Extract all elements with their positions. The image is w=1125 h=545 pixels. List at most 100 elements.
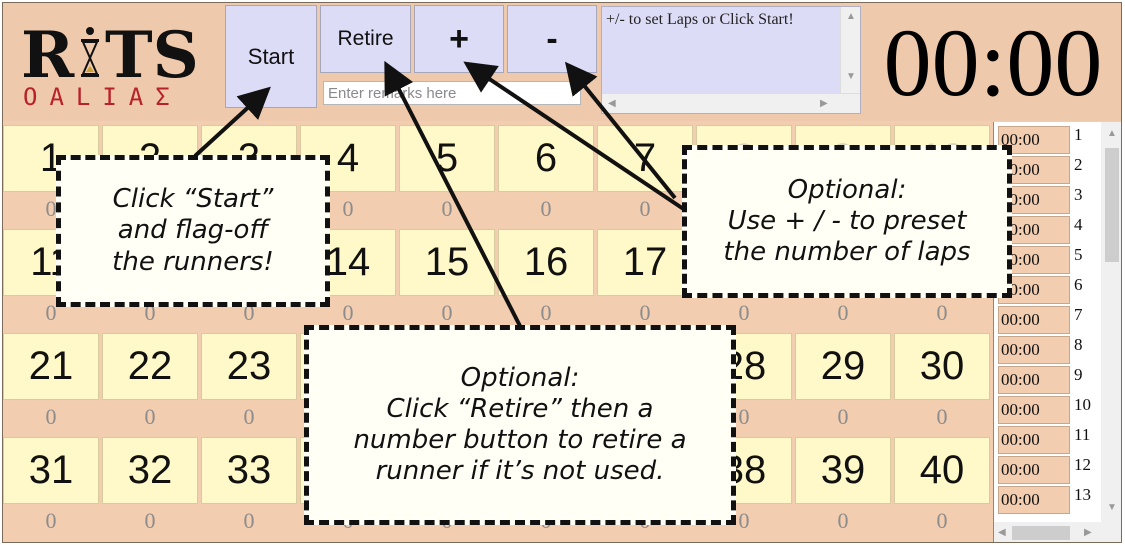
decrease-laps-button[interactable]: - [507, 5, 597, 73]
runner-button[interactable]: 5 [399, 125, 495, 192]
runner-lap-count: 0 [243, 404, 255, 429]
scroll-up-icon[interactable]: ▲ [1107, 128, 1117, 139]
logo: R TS OALIAΣ [21, 21, 206, 111]
runner-button[interactable]: 33 [201, 437, 297, 504]
runner-lap-count: 0 [639, 300, 651, 325]
scroll-left-icon[interactable]: ◀ [998, 527, 1006, 538]
runner-lap-count: 0 [342, 300, 354, 325]
scroll-left-icon[interactable]: ◀ [608, 98, 616, 109]
header: R TS OALIAΣ Start Retire + - +/- to set … [3, 3, 1121, 121]
log-index: 13 [1074, 485, 1091, 504]
status-textarea[interactable]: +/- to set Laps or Click Start! ▲ ▼ ◀ ▶ [601, 6, 861, 114]
runner-lap-count: 0 [936, 508, 948, 533]
scroll-down-icon[interactable]: ▼ [1107, 502, 1117, 513]
runner-lap-count: 0 [144, 300, 156, 325]
runner-button[interactable]: 21 [3, 333, 99, 400]
runner-lap-count: 0 [837, 300, 849, 325]
log-index: 4 [1074, 215, 1083, 234]
hourglass-icon [81, 27, 99, 77]
start-button[interactable]: Start [225, 5, 317, 108]
log-index: 5 [1074, 245, 1083, 264]
runner-lap-count: 0 [738, 404, 750, 429]
runner-button[interactable]: 29 [795, 333, 891, 400]
log-time: 00:00 [998, 486, 1070, 514]
retire-button[interactable]: Retire [320, 5, 411, 73]
runner-button[interactable]: 40 [894, 437, 990, 504]
runner-lap-count: 0 [936, 404, 948, 429]
runner-button[interactable]: 7 [597, 125, 693, 192]
log-index: 11 [1074, 425, 1091, 444]
log-index: 2 [1074, 155, 1083, 174]
status-text: +/- to set Laps or Click Start! [606, 11, 794, 28]
runner-lap-count: 0 [441, 196, 453, 221]
runner-lap-count: 0 [540, 196, 552, 221]
callout-retire: Optional: Click “Retire” then a number b… [304, 325, 736, 525]
status-vertical-scrollbar[interactable]: ▲ ▼ [840, 7, 860, 95]
log-index: 9 [1074, 365, 1083, 384]
svg-text:R: R [21, 21, 75, 83]
svg-text:TS: TS [105, 21, 199, 83]
log-time: 00:00 [998, 366, 1070, 394]
log-time: 00:00 [998, 456, 1070, 484]
log-index: 1 [1074, 125, 1083, 144]
runner-button[interactable]: 32 [102, 437, 198, 504]
runner-button[interactable]: 30 [894, 333, 990, 400]
callout-start-text: Click “Start” and flag-off the runners! [112, 184, 274, 277]
runner-lap-count: 0 [936, 300, 948, 325]
runner-lap-count: 0 [441, 300, 453, 325]
runner-button[interactable]: 22 [102, 333, 198, 400]
runner-lap-count: 0 [45, 300, 57, 325]
log-index: 6 [1074, 275, 1083, 294]
log-time: 00:00 [998, 306, 1070, 334]
runner-button[interactable]: 17 [597, 229, 693, 296]
callout-start: Click “Start” and flag-off the runners! [56, 155, 330, 307]
runner-button[interactable]: 23 [201, 333, 297, 400]
runner-button[interactable]: 39 [795, 437, 891, 504]
runner-button[interactable]: 31 [3, 437, 99, 504]
log-time: 00:00 [998, 396, 1070, 424]
logo-subtitle: OALIAΣ [23, 83, 182, 111]
runner-lap-count: 0 [639, 196, 651, 221]
runner-lap-count: 0 [342, 196, 354, 221]
runner-lap-count: 0 [738, 508, 750, 533]
scroll-right-icon[interactable]: ▶ [1084, 527, 1092, 538]
runner-lap-count: 0 [144, 404, 156, 429]
runner-button[interactable]: 15 [399, 229, 495, 296]
callout-retire-text: Optional: Click “Retire” then a number b… [353, 362, 687, 487]
runner-lap-count: 0 [837, 508, 849, 533]
runner-button[interactable]: 6 [498, 125, 594, 192]
runner-lap-count: 0 [45, 508, 57, 533]
log-scroll-thumb[interactable] [1105, 148, 1119, 262]
runner-lap-count: 0 [243, 300, 255, 325]
remarks-input[interactable] [323, 81, 581, 105]
scroll-right-icon[interactable]: ▶ [820, 98, 828, 109]
runner-lap-count: 0 [738, 300, 750, 325]
callout-laps: Optional: Use + / - to preset the number… [682, 145, 1012, 298]
status-horizontal-scrollbar[interactable]: ◀ ▶ [602, 93, 860, 113]
scroll-down-icon[interactable]: ▼ [846, 71, 856, 82]
runner-lap-count: 0 [540, 300, 552, 325]
log-time: 00:00 [998, 426, 1070, 454]
log-index: 10 [1074, 395, 1091, 414]
scroll-up-icon[interactable]: ▲ [846, 11, 856, 22]
log-vertical-scrollbar[interactable]: ▲ ▼ [1101, 122, 1121, 522]
log-time: 00:00 [998, 336, 1070, 364]
runner-button[interactable]: 16 [498, 229, 594, 296]
log-index: 7 [1074, 305, 1083, 324]
log-index: 12 [1074, 455, 1091, 474]
runner-lap-count: 0 [243, 508, 255, 533]
runner-lap-count: 0 [837, 404, 849, 429]
runner-lap-count: 0 [144, 508, 156, 533]
increase-laps-button[interactable]: + [414, 5, 504, 73]
log-index: 3 [1074, 185, 1083, 204]
log-horizontal-scrollbar[interactable]: ◀ ▶ [994, 522, 1121, 542]
log-hscroll-thumb[interactable] [1012, 526, 1070, 540]
